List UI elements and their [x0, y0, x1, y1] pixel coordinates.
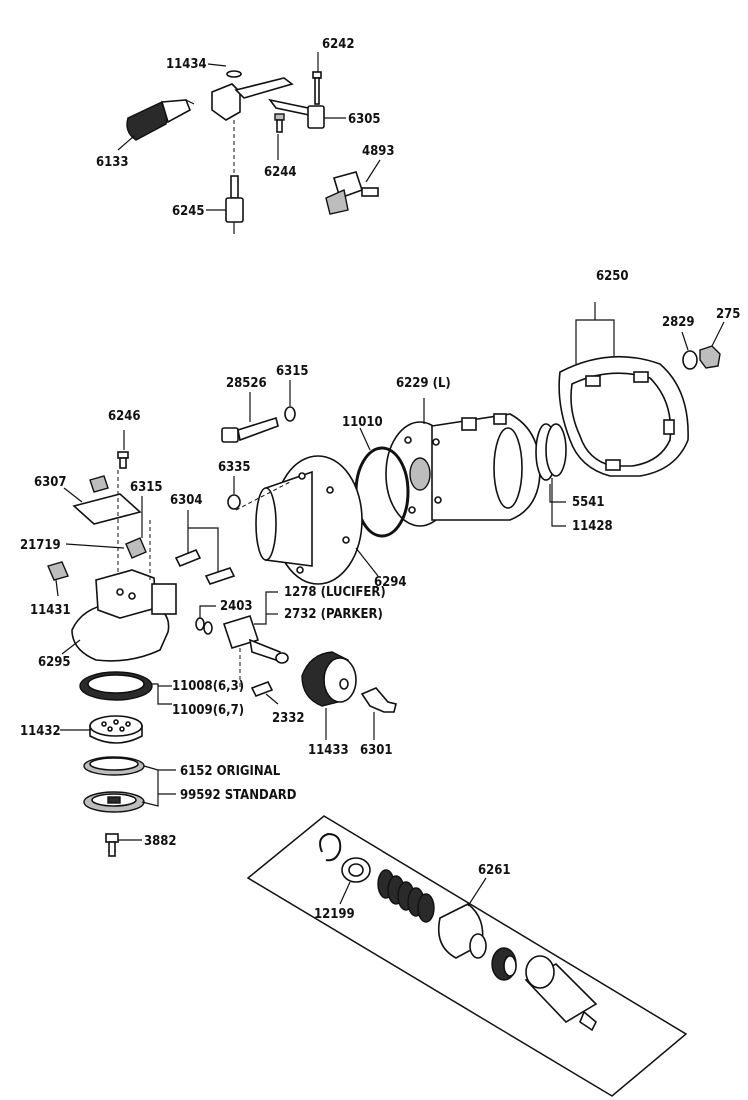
- label-11009: 11009(6,7): [172, 703, 244, 718]
- kit-spring: [377, 869, 435, 923]
- part-6250-plate: [558, 355, 689, 477]
- label-6152: 6152 ORIGINAL: [180, 764, 281, 779]
- part-6335-ring: [227, 494, 241, 510]
- part-6315-washer-top: [284, 406, 296, 422]
- label-11428: 11428: [572, 519, 613, 534]
- lever-assembly: [126, 70, 379, 234]
- label-6261: 6261: [478, 863, 511, 878]
- part-1278-valve: [222, 615, 289, 664]
- part-6304-studs: [174, 548, 236, 585]
- part-11434-washer: [226, 70, 242, 78]
- label-6246: 6246: [108, 409, 141, 424]
- label-11008: 11008(6,3): [172, 679, 244, 694]
- part-275-nut: [699, 345, 721, 369]
- part-labels: 11434 6242 6305 6133 6244 4893 6245 6250…: [20, 37, 740, 922]
- label-6242: 6242: [322, 37, 355, 52]
- label-6133: 6133: [96, 155, 129, 170]
- part-11432-holder: [89, 715, 143, 744]
- leader-lines: [55, 52, 725, 907]
- label-2732: 2732 (PARKER): [284, 607, 383, 622]
- label-12199: 12199: [314, 907, 355, 922]
- label-6250: 6250: [596, 269, 629, 284]
- part-6294-housing: [255, 455, 363, 585]
- label-11434: 11434: [166, 57, 207, 72]
- label-6245: 6245: [172, 204, 205, 219]
- part-28526-bolt: [221, 416, 279, 443]
- label-99592: 99592 STANDARD: [180, 788, 297, 803]
- label-28526: 28526: [226, 376, 267, 391]
- part-11428-ring: [545, 423, 567, 477]
- part-6301-fitting: [360, 687, 397, 713]
- part-2829-washer: [682, 350, 698, 370]
- part-6307-bracket: [72, 475, 142, 525]
- label-6304: 6304: [170, 493, 203, 508]
- label-5541: 5541: [572, 495, 605, 510]
- label-6244: 6244: [264, 165, 297, 180]
- label-11433: 11433: [308, 743, 349, 758]
- part-4893-switch: [325, 171, 379, 215]
- part-11008-gasket: [79, 671, 153, 701]
- part-21719-fitting: [125, 537, 147, 559]
- label-6315-top: 6315: [276, 364, 309, 379]
- part-2403-oring-b: [203, 621, 213, 635]
- label-6305: 6305: [348, 112, 381, 127]
- part-3882-screw: [105, 833, 119, 857]
- label-6307: 6307: [34, 475, 67, 490]
- part-2332-screw: [250, 680, 274, 698]
- part-6229-body: [385, 413, 541, 527]
- part-6133-knob: [126, 99, 195, 141]
- part-2403-oring-a: [195, 617, 205, 631]
- label-275: 275: [716, 307, 740, 322]
- label-4893: 4893: [362, 144, 395, 159]
- lever-body: [211, 77, 325, 129]
- label-6335: 6335: [218, 460, 251, 475]
- label-6229: 6229 (L): [396, 376, 451, 391]
- part-6245-pin: [225, 175, 244, 234]
- part-99592-screen: [83, 791, 145, 813]
- label-1278: 1278 (LUCIFER): [284, 585, 386, 600]
- label-2332: 2332: [272, 711, 305, 726]
- label-2829: 2829: [662, 315, 695, 330]
- label-3882: 3882: [144, 834, 177, 849]
- part-6242-screw: [312, 71, 322, 105]
- label-11432: 11432: [20, 724, 61, 739]
- part-6152-screen: [83, 756, 145, 776]
- part-6261-kit-box: [246, 815, 688, 1097]
- label-11431: 11431: [30, 603, 71, 618]
- part-11433-coil: [301, 651, 357, 707]
- label-2403: 2403: [220, 599, 253, 614]
- label-21719: 21719: [20, 538, 61, 553]
- part-6295-base: [71, 569, 177, 662]
- label-6301: 6301: [360, 743, 393, 758]
- label-11010: 11010: [342, 415, 383, 430]
- part-6246-screw: [117, 451, 129, 469]
- label-6295: 6295: [38, 655, 71, 670]
- label-6294: 6294: [374, 575, 407, 590]
- label-6315-mid: 6315: [130, 480, 163, 495]
- part-11431-plug: [47, 561, 69, 581]
- part-6244-screw: [274, 113, 285, 133]
